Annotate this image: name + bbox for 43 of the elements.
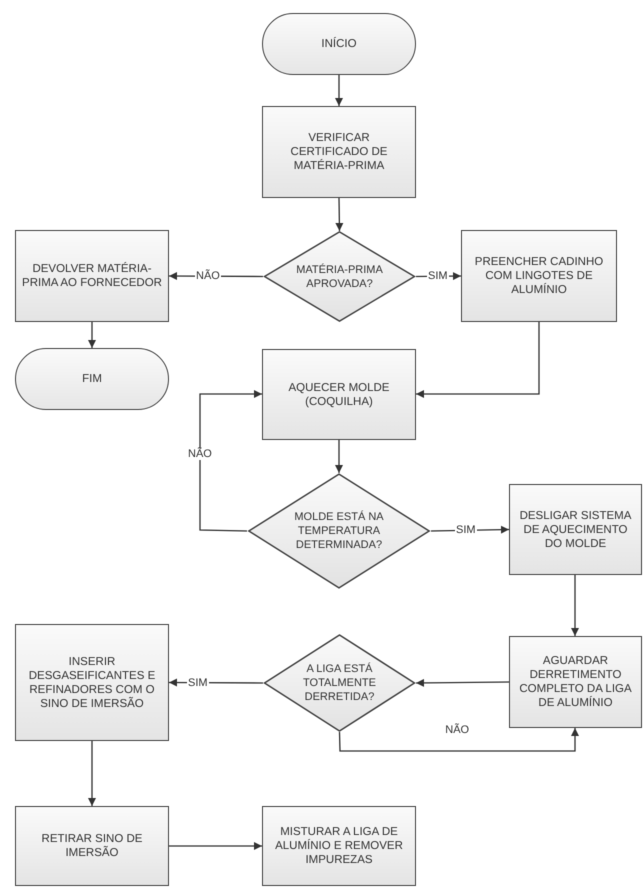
node-text: A LIGA ESTÁ TOTALMENTE DERRETIDA?	[302, 662, 377, 704]
node-text: DESLIGAR SISTEMA DE AQUECIMENTO DO MOLDE	[518, 508, 632, 550]
process-box	[262, 106, 416, 198]
process-box	[509, 636, 642, 728]
arrow	[335, 440, 343, 473]
node-text: INSERIR DESGASEIFICANTES E REFINADORES COM O SINO DE IMERSÃO	[28, 654, 156, 710]
arrow	[88, 322, 96, 348]
process-box	[509, 484, 642, 575]
edge-label: SIM	[455, 524, 477, 536]
arrow	[199, 390, 262, 532]
arrow	[416, 322, 540, 398]
process-box	[262, 349, 416, 440]
edge-label: NÃO	[195, 270, 221, 282]
arrow	[335, 198, 344, 231]
edge-label: NÃO	[444, 724, 470, 736]
process-box	[15, 624, 169, 741]
arrow	[338, 728, 579, 752]
edge-label: SIM	[427, 270, 449, 282]
process-box	[15, 230, 169, 322]
arrow	[416, 678, 509, 687]
process-box	[262, 806, 416, 886]
node-text: MISTURAR A LIGA DE ALUMÍNIO E REMOVER IMPUREZAS	[274, 825, 404, 867]
arrow	[571, 575, 579, 636]
decision-diamond	[263, 231, 416, 322]
node-text: AGUARDAR DERRETIMENTO COMPLETO DA LIGA DE ALUMÍNIO	[518, 654, 633, 710]
node-text: FIM	[81, 372, 103, 386]
node-text: MOLDE ESTÁ NA TEMPERATURA DETERMINADA?	[293, 510, 385, 552]
process-box	[15, 806, 169, 886]
node-text: AQUECER MOLDE (COQUILHA)	[288, 380, 390, 408]
node-text: RETIRAR SINO DE IMERSÃO	[40, 832, 144, 860]
node-text: VERIFICAR CERTIFICADO DE MATÉRIA-PRIMA	[290, 131, 388, 173]
node-text: PREENCHER CADINHO COM LINGOTES DE ALUMÍNIO	[474, 255, 604, 297]
arrow	[88, 741, 96, 806]
node-text: MATÉRIA-PRIMA APROVADA?	[295, 262, 384, 290]
node-text: DEVOLVER MATÉRIA-PRIMA AO FORNECEDOR	[21, 262, 163, 290]
node-text: INÍCIO	[320, 37, 358, 51]
process-box	[461, 230, 617, 322]
edge-label: SIM	[187, 677, 209, 689]
arrow	[169, 842, 262, 850]
edge-label: NÃO	[187, 448, 213, 460]
arrow	[335, 75, 343, 106]
decision-diamond	[263, 634, 416, 732]
decision-diamond	[247, 473, 431, 589]
